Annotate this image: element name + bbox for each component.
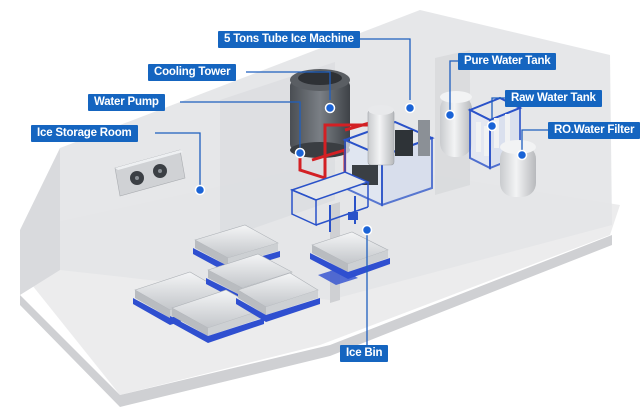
label-raw-water-tank: Raw Water Tank (505, 90, 602, 107)
leader-line-cooling-tower (246, 71, 331, 100)
pure-water-tank (440, 91, 472, 157)
leader-line-ro-filter (521, 129, 548, 152)
location-markers (194, 102, 528, 236)
evaporator-unit (114, 149, 186, 197)
blue-dot-marker-icon (294, 147, 306, 159)
ro-water-tank (500, 140, 536, 197)
ice-conveyor (289, 171, 371, 232)
blue-dot-marker-icon (194, 184, 206, 196)
leader-line-raw-water (491, 97, 505, 120)
label-cooling-tower: Cooling Tower (148, 64, 237, 81)
ice-bin-pallets (310, 231, 390, 285)
label-pure-water-tank: Pure Water Tank (458, 53, 557, 70)
leader-line-pure-water (449, 60, 458, 112)
label-ice-storage-room: Ice Storage Room (31, 125, 138, 142)
blue-dot-marker-icon (404, 102, 416, 114)
pallet-stack (236, 272, 320, 322)
cooling-tower (290, 69, 350, 158)
blue-dot-marker-icon (516, 149, 528, 161)
blue-dot-marker-icon (324, 102, 336, 114)
pallet-stack (170, 289, 264, 343)
ice-pallets-storage (133, 224, 320, 343)
leader-lines (155, 38, 548, 345)
blue-dot-marker-icon (361, 224, 373, 236)
leader-line-ice-storage (155, 132, 201, 186)
label-ice-bin: Ice Bin (340, 345, 389, 362)
leader-line-ice-machine (340, 38, 411, 100)
label-ro-water-filter: RO.Water Filter (548, 122, 640, 139)
blue-dot-marker-icon (444, 109, 456, 121)
blue-dot-marker-icon (486, 120, 498, 132)
label-water-pump: Water Pump (88, 94, 165, 111)
leader-line-water-pump (180, 101, 301, 148)
label-ice-machine: 5 Tons Tube Ice Machine (218, 31, 360, 48)
left-wall (20, 148, 60, 295)
